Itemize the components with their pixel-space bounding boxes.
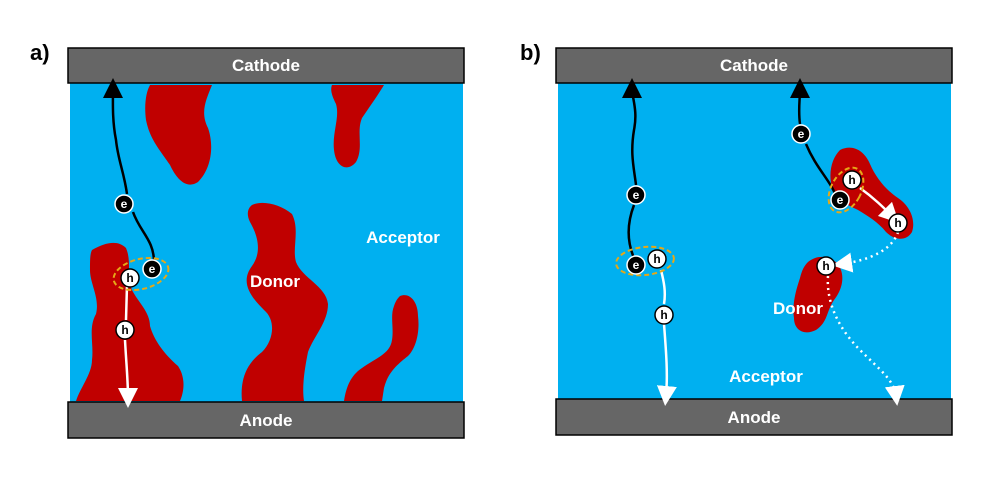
cathode-label-a: Cathode xyxy=(232,56,300,75)
hole-symbol: h xyxy=(126,271,133,285)
electron-carrier-b-4: e xyxy=(830,190,850,210)
donor-domain-a-1 xyxy=(145,85,212,185)
electron-path-b-2 xyxy=(799,88,838,197)
donor-label-b: Donor xyxy=(773,299,823,318)
hole-carrier-b-3: h xyxy=(842,170,862,190)
electron-symbol: e xyxy=(149,262,156,276)
donor-domain-b-2 xyxy=(793,256,843,333)
electron-symbol: e xyxy=(121,197,128,211)
hole-carrier-a-1: h xyxy=(120,268,140,288)
acceptor-label-b: Acceptor xyxy=(729,367,803,386)
hole-hop-path-b xyxy=(832,231,900,273)
electron-path-b-1 xyxy=(629,88,636,259)
acceptor-region-b xyxy=(558,83,951,399)
electron-symbol: e xyxy=(633,188,640,202)
electron-carrier-b-1: e xyxy=(626,185,646,205)
hole-carrier-b-1: h xyxy=(647,249,667,269)
donor-domain-a-3 xyxy=(241,202,328,401)
hole-symbol: h xyxy=(653,252,660,266)
cathode-bar-a xyxy=(67,47,465,84)
hole-carrier-b-5: h xyxy=(816,256,836,276)
hole-symbol: h xyxy=(822,259,829,273)
electron-carrier-a-1: e xyxy=(114,194,134,214)
panel-a-label: a) xyxy=(30,40,50,65)
donor-label-a: Donor xyxy=(250,272,300,291)
acceptor-label-a: Acceptor xyxy=(366,228,440,247)
electron-path-a xyxy=(113,88,156,263)
donor-domain-a-2 xyxy=(331,85,384,168)
panel-b: Cathode Anode Donor Acceptor e e h xyxy=(555,47,953,436)
donor-domain-a-5 xyxy=(344,295,419,401)
hole-symbol: h xyxy=(660,308,667,322)
hole-path-a xyxy=(125,284,128,398)
anode-label-a: Anode xyxy=(240,411,293,430)
exciton-outline-b-2 xyxy=(827,166,865,214)
hole-symbol: h xyxy=(894,216,901,230)
electron-carrier-a-2: e xyxy=(142,259,162,279)
hole-symbol: h xyxy=(848,173,855,187)
hole-carrier-a-2: h xyxy=(115,320,135,340)
exciton-outline-b-1 xyxy=(615,245,675,277)
panel-a: Cathode Anode Donor Acceptor e e h h xyxy=(67,47,465,439)
hole-path-b-2 xyxy=(859,186,900,224)
cathode-label-b: Cathode xyxy=(720,56,788,75)
hole-symbol: h xyxy=(121,323,128,337)
electron-carrier-b-2: e xyxy=(626,255,646,275)
electron-carrier-b-3: e xyxy=(791,124,811,144)
hole-path-b-1 xyxy=(661,269,667,396)
exciton-outline-a xyxy=(112,256,170,292)
electron-symbol: e xyxy=(837,193,844,207)
panel-b-label: b) xyxy=(520,40,541,65)
hole-carrier-b-2: h xyxy=(654,305,674,325)
hole-carrier-b-4: h xyxy=(888,213,908,233)
electron-symbol: e xyxy=(798,127,805,141)
anode-label-b: Anode xyxy=(728,408,781,427)
electron-symbol: e xyxy=(633,258,640,272)
hole-hop-path-b-2 xyxy=(826,275,905,406)
